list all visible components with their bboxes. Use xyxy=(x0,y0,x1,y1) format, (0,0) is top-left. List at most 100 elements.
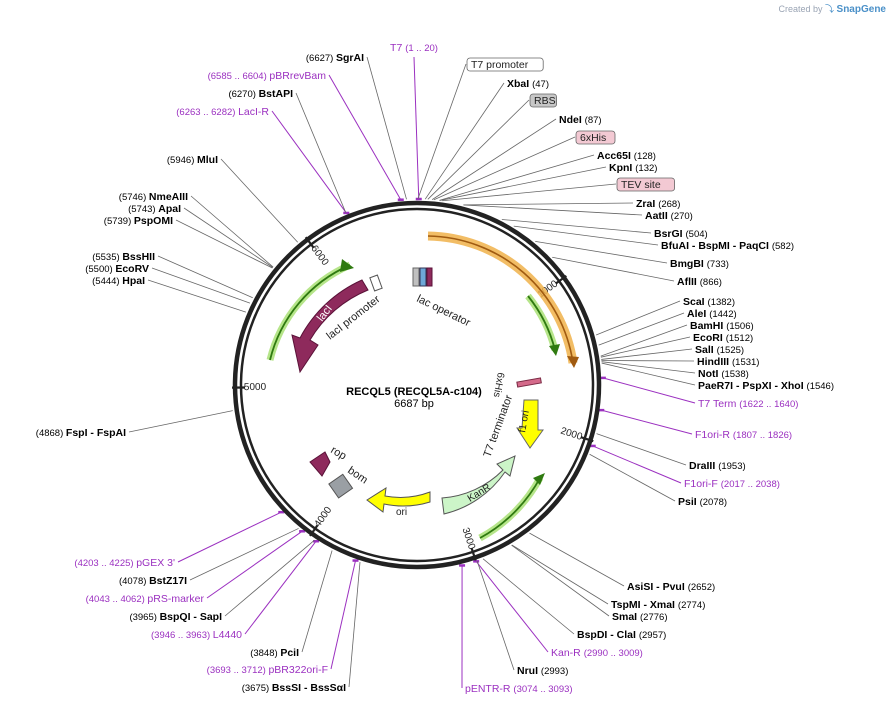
enzyme-label-49[interactable]: (5746) NmeAIII xyxy=(119,191,188,203)
enzyme-label-13[interactable]: BmgBI (733) xyxy=(670,258,729,270)
enzyme-pos-7: (132) xyxy=(635,163,657,174)
enzyme-label-9[interactable]: ZraI (268) xyxy=(636,198,680,210)
leader-line-21 xyxy=(601,361,696,374)
enzyme-pos-52: (6270) xyxy=(228,89,258,100)
laci-feature-arrow[interactable] xyxy=(291,279,369,374)
enzyme-label-18[interactable]: EcoRI (1512) xyxy=(693,332,753,344)
enzyme-label-21[interactable]: NotI (1538) xyxy=(698,368,749,380)
primer-label-51[interactable]: (6263 .. 6282) LacI-R xyxy=(176,106,269,118)
leader-line-31 xyxy=(482,558,575,635)
leader-line-49 xyxy=(190,195,274,268)
enzyme-pos-27: (2078) xyxy=(700,497,727,508)
enzyme-text-50: (5946) MluI xyxy=(167,154,218,166)
enzyme-pos-41: (4078) xyxy=(119,576,149,587)
enzyme-label-29[interactable]: TspMI - XmaI (2774) xyxy=(611,599,705,611)
enzyme-label-33[interactable]: NruI (2993) xyxy=(517,665,568,677)
enzyme-label-14[interactable]: AflII (866) xyxy=(677,276,722,288)
tick-label-5000: 5000 xyxy=(244,382,267,393)
enzyme-label-11[interactable]: BsrGI (504) xyxy=(654,228,708,240)
primer-label-23[interactable]: T7 Term (1622 .. 1640) xyxy=(698,398,798,410)
enzyme-pos-10: (270) xyxy=(671,211,693,222)
enzyme-text-22: PaeR7I - PspXI - XhoI (1546) xyxy=(698,380,834,392)
enzyme-label-28[interactable]: AsiSI - PvuI (2652) xyxy=(627,581,715,593)
enzyme-label-31[interactable]: BspDI - ClaI (2957) xyxy=(577,629,666,641)
primer-label-34[interactable]: pENTR-R (3074 .. 3093) xyxy=(465,683,573,695)
enzyme-pos-4: (87) xyxy=(585,115,602,126)
enzyme-label-48[interactable]: (5743) ApaI xyxy=(128,203,181,215)
snapgene-logo-icon: ⤵ xyxy=(825,4,835,14)
primer-name-40: pRS-marker xyxy=(147,593,204,605)
leader-line-8 xyxy=(442,183,617,202)
enzyme-label-46[interactable]: (5535) BssHII xyxy=(92,251,155,263)
rop-feature-arrow[interactable] xyxy=(309,451,331,477)
enzyme-pos-18: (1512) xyxy=(726,333,753,344)
enzyme-label-37[interactable]: (3848) PciI xyxy=(250,647,299,659)
enzyme-label-12[interactable]: BfuAI - BspMI - PaqCI (582) xyxy=(661,240,794,252)
primer-name-34: pENTR-R xyxy=(465,683,513,695)
enzyme-label-54[interactable]: (6627) SgrAI xyxy=(306,52,364,64)
enzyme-label-45[interactable]: (5500) EcoRV xyxy=(85,263,149,275)
primer-label-53[interactable]: (6585 .. 6604) pBRrevBam xyxy=(208,70,327,82)
enzyme-text-37: (3848) PciI xyxy=(250,647,299,659)
enzyme-label-39[interactable]: (3965) BspQI - SapI xyxy=(129,611,222,623)
enzyme-label-4[interactable]: NdeI (87) xyxy=(559,114,602,126)
f1ori-feature-arrow[interactable] xyxy=(516,399,544,449)
enzyme-text-46: (5535) BssHII xyxy=(92,251,155,263)
primer-label-0[interactable]: T7 (1 .. 20) xyxy=(390,42,438,54)
enzyme-label-10[interactable]: AatII (270) xyxy=(645,210,693,222)
primer-label-24[interactable]: F1ori-R (1807 .. 1826) xyxy=(695,429,792,441)
primer-text-40: (4043 .. 4062) pRS-marker xyxy=(86,593,205,605)
primer-label-38[interactable]: (3946 .. 3963) L4440 xyxy=(151,629,242,641)
leader-line-22 xyxy=(601,362,696,386)
enzyme-label-20[interactable]: HindIII (1531) xyxy=(697,356,759,368)
feature-tag-1[interactable]: T7 promoter xyxy=(466,57,544,72)
enzyme-label-52[interactable]: (6270) BstAPI xyxy=(228,88,293,100)
enzyme-label-47[interactable]: (5739) PspOMI xyxy=(104,215,173,227)
enzyme-label-44[interactable]: (5444) HpaI xyxy=(92,275,145,287)
enzyme-label-7[interactable]: KpnI (132) xyxy=(609,162,657,174)
enzyme-name-2: XbaI xyxy=(507,78,532,90)
enzyme-pos-22: (1546) xyxy=(807,381,834,392)
enzyme-pos-48: (5743) xyxy=(128,204,158,215)
enzyme-label-27[interactable]: PsiI (2078) xyxy=(678,496,727,508)
enzyme-label-50[interactable]: (5946) MluI xyxy=(167,154,218,166)
enzyme-label-17[interactable]: BamHI (1506) xyxy=(690,320,754,332)
enzyme-text-33: NruI (2993) xyxy=(517,665,568,677)
enzyme-pos-45: (5500) xyxy=(85,264,115,275)
enzyme-label-30[interactable]: SmaI (2776) xyxy=(612,611,667,623)
leader-line-39 xyxy=(224,539,315,617)
enzyme-pos-29: (2774) xyxy=(678,600,705,611)
kanr-feature-arrow[interactable] xyxy=(441,455,516,515)
enzyme-text-13: BmgBI (733) xyxy=(670,258,729,270)
feature-tag-box-8 xyxy=(616,177,675,192)
enzyme-label-6[interactable]: Acc65I (128) xyxy=(597,150,656,162)
enzyme-pos-49: (5746) xyxy=(119,192,149,203)
primer-label-36[interactable]: (3693 .. 3712) pBR322ori-F xyxy=(207,664,328,676)
enzyme-label-19[interactable]: SalI (1525) xyxy=(695,344,744,356)
primer-label-42[interactable]: (4203 .. 4225) pGEX 3' xyxy=(74,557,175,569)
enzyme-pos-25: (1953) xyxy=(718,461,745,472)
primer-label-26[interactable]: F1ori-F (2017 .. 2038) xyxy=(684,478,780,490)
primer-label-32[interactable]: Kan-R (2990 .. 3009) xyxy=(551,647,643,659)
enzyme-label-22[interactable]: PaeR7I - PspXI - XhoI (1546) xyxy=(698,380,834,392)
enzyme-label-41[interactable]: (4078) BstZ17I xyxy=(119,575,187,587)
enzyme-text-17: BamHI (1506) xyxy=(690,320,754,332)
enzyme-label-25[interactable]: DraIII (1953) xyxy=(689,460,746,472)
enzyme-name-54: SgrAI xyxy=(336,52,364,64)
enzyme-label-2[interactable]: XbaI (47) xyxy=(507,78,549,90)
feature-tag-5[interactable]: 6xHis xyxy=(575,130,616,145)
feature-tag-8[interactable]: TEV site xyxy=(616,177,675,192)
enzyme-label-15[interactable]: ScaI (1382) xyxy=(683,296,735,308)
feature-tag-3[interactable]: RBS xyxy=(529,93,558,108)
enzyme-pos-50: (5946) xyxy=(167,155,197,166)
backbone-inner-ring xyxy=(239,207,595,563)
enzyme-label-16[interactable]: AleI (1442) xyxy=(687,308,737,320)
enzyme-name-9: ZraI xyxy=(636,198,658,210)
enzyme-label-35[interactable]: (3675) BssSI - BssSαI xyxy=(242,682,346,694)
primer-label-40[interactable]: (4043 .. 4062) pRS-marker xyxy=(86,593,205,605)
enzyme-label-43[interactable]: (4868) FspI - FspAI xyxy=(36,427,126,439)
enzyme-pos-33: (2993) xyxy=(541,666,568,677)
enzyme-pos-17: (1506) xyxy=(726,321,753,332)
ori-feature-arrow[interactable] xyxy=(366,487,431,513)
